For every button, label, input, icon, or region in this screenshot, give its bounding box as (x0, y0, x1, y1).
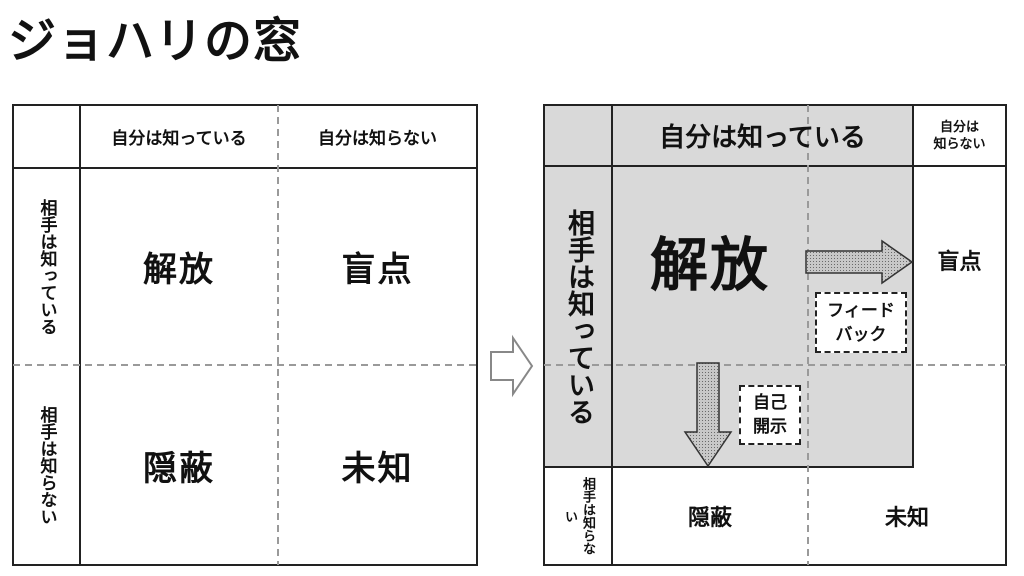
right-cell-unknown: 未知 (884, 506, 929, 531)
right-cell-blind: 盲点 (937, 250, 982, 275)
down-arrow-hatched-icon (683, 362, 733, 468)
right-col-header-self-unknown: 自分は 知らない (933, 119, 986, 152)
right-row-header-others-unknown-cell: 相手は知らない (544, 467, 612, 565)
left-row-header-others-unknown: 相手は知らない (36, 405, 57, 525)
right-row-header-others-know: 相手は知っている (563, 208, 594, 425)
left-cell-open: 解放 (143, 250, 215, 290)
left-col-header-self-knows: 自分は知っている (111, 129, 247, 149)
left-row-header-others-unknown-cell: 相手は知らない (13, 365, 80, 565)
right-arrow-hatched-icon (805, 239, 914, 285)
right-row-header-others-know-cell: 相手は知っている (544, 166, 612, 467)
right-col-header-self-knows: 自分は知っている (659, 123, 866, 153)
right-arrow-outline-icon (490, 334, 534, 398)
right-row-header-others-unknown: 相手は知らない (562, 477, 595, 555)
right-cell-open: 解放 (649, 231, 770, 299)
right-cell-hidden: 隠蔽 (687, 506, 732, 531)
self-disclosure-label: 自己 開示 (739, 385, 801, 445)
left-col-header-self-unknown: 自分は知らない (318, 129, 437, 149)
left-cell-unknown: 未知 (341, 448, 414, 489)
left-row-header-others-know-cell: 相手は知っている (13, 168, 80, 365)
left-cell-blind: 盲点 (341, 250, 414, 290)
page-title: ジョハリの窓 (8, 13, 303, 69)
left-grid-border (12, 104, 478, 566)
left-cell-hidden: 隠蔽 (143, 448, 215, 489)
left-row-header-others-know: 相手は知っている (36, 198, 57, 335)
feedback-label: フィード バック (815, 292, 907, 353)
